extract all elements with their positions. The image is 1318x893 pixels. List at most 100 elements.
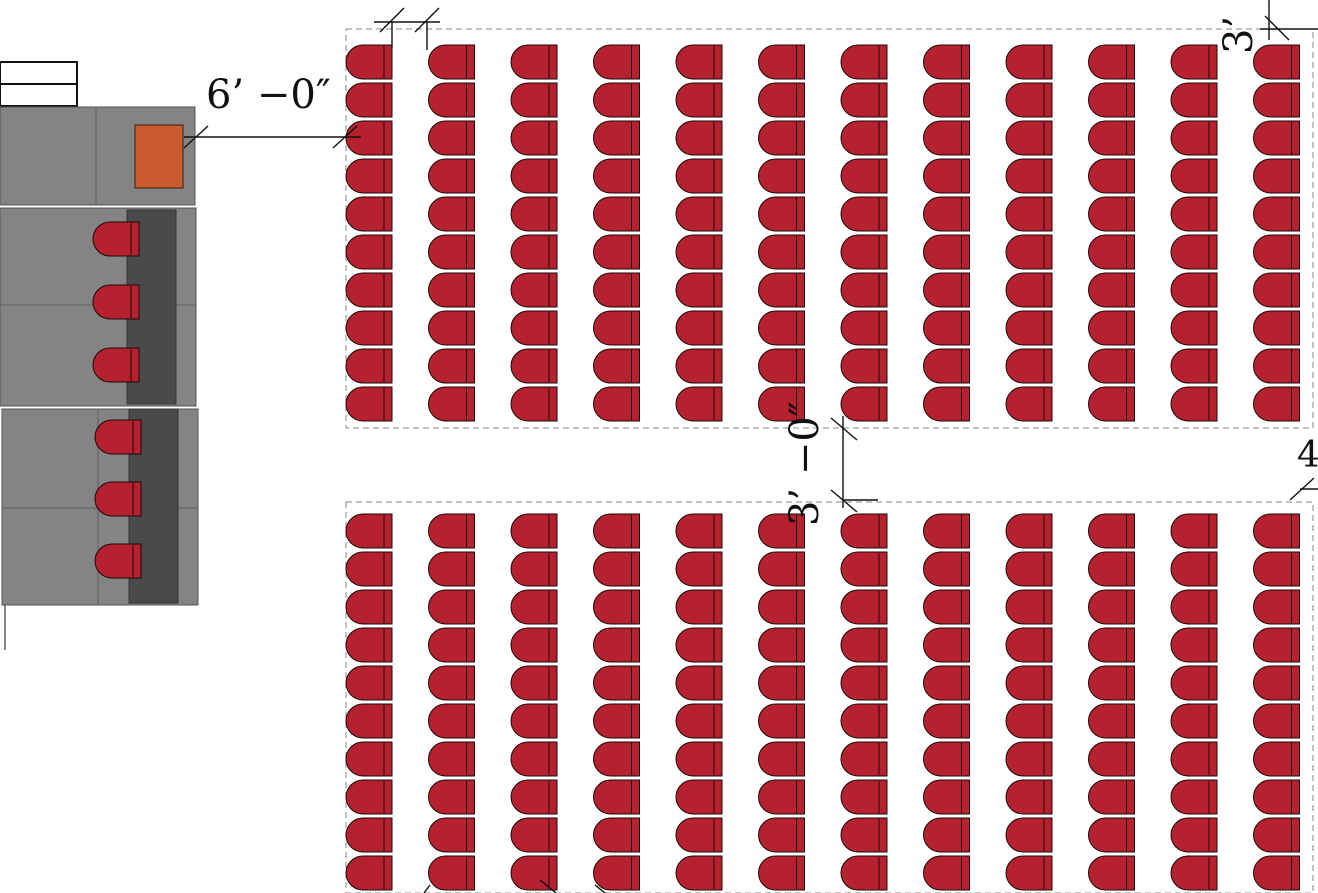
audience-seat: [923, 703, 970, 739]
dimension-label-aisle: 3’ −0″: [782, 401, 828, 526]
audience-seat: [840, 234, 888, 270]
audience-seat: [593, 158, 640, 194]
audience-seat: [1170, 120, 1218, 156]
dimension-tick: [830, 417, 858, 441]
audience-seat: [1005, 386, 1053, 422]
audience-seat: [345, 551, 393, 587]
audience-seat: [1088, 589, 1135, 625]
dimension-tick: [183, 125, 209, 149]
audience-seat: [1088, 272, 1135, 308]
dimension-top-right: [1260, 0, 1318, 41]
audience-seat: [758, 272, 805, 308]
dimension-aisle: [830, 416, 878, 513]
audience-seat: [1005, 627, 1053, 663]
audience-seat: [1170, 310, 1218, 346]
audience-seat: [510, 196, 558, 232]
audience-seat: [923, 234, 970, 270]
audience-seat: [758, 665, 805, 701]
audience-seat: [1170, 158, 1218, 194]
audience-seat: [593, 627, 640, 663]
audience-seat: [1170, 703, 1218, 739]
audience-seat: [840, 513, 888, 549]
panel-seat: [94, 419, 142, 455]
audience-seat: [840, 779, 888, 815]
audience-seat: [675, 234, 723, 270]
audience-seat: [510, 310, 558, 346]
audience-seat: [593, 741, 640, 777]
audience-seat: [510, 44, 558, 80]
audience-seat: [593, 82, 640, 118]
dimension-tick: [379, 7, 405, 33]
audience-seat: [510, 817, 558, 853]
panel-seat: [92, 347, 140, 383]
audience-seat: [923, 82, 970, 118]
audience-seat: [923, 855, 970, 891]
audience-seat: [840, 272, 888, 308]
audience-seat: [1005, 120, 1053, 156]
audience-seat: [593, 779, 640, 815]
audience-seat: [1088, 513, 1135, 549]
audience-seat: [758, 234, 805, 270]
audience-seat: [510, 120, 558, 156]
audience-seat: [675, 158, 723, 194]
audience-seat: [758, 513, 805, 549]
audience-seat: [758, 855, 805, 891]
audience-seat: [1005, 513, 1053, 549]
audience-seat: [840, 348, 888, 384]
audience-seat: [840, 196, 888, 232]
audience-seat: [1253, 44, 1300, 80]
audience-seat: [1253, 234, 1300, 270]
audience-seat: [1005, 817, 1053, 853]
audience-seat: [1170, 513, 1218, 549]
upper-block-outline: [345, 28, 1314, 429]
panel-seat: [92, 284, 140, 320]
audience-seat: [923, 310, 970, 346]
audience-seat: [840, 703, 888, 739]
audience-seat: [1005, 196, 1053, 232]
audience-seat: [1088, 348, 1135, 384]
dimension-bottom-ticks: [423, 879, 606, 893]
audience-seat: [428, 741, 475, 777]
audience-seat: [1005, 348, 1053, 384]
audience-seat: [923, 44, 970, 80]
audience-seat: [345, 196, 393, 232]
audience-seat: [593, 234, 640, 270]
audience-seat: [428, 551, 475, 587]
audience-seat: [758, 551, 805, 587]
audience-seat: [1170, 82, 1218, 118]
audience-seat: [1253, 120, 1300, 156]
audience-seat: [840, 310, 888, 346]
audience-seat: [840, 589, 888, 625]
audience-seat: [1253, 703, 1300, 739]
audience-seat: [923, 627, 970, 663]
upper-seating-block: [345, 44, 1300, 422]
audience-seat: [510, 82, 558, 118]
audience-seat: [840, 855, 888, 891]
audience-seat: [675, 703, 723, 739]
audience-seat: [1005, 665, 1053, 701]
audience-seat: [1088, 120, 1135, 156]
audience-seat: [1253, 589, 1300, 625]
audience-seat: [923, 348, 970, 384]
audience-seat: [675, 386, 723, 422]
audience-seat: [510, 158, 558, 194]
audience-seat: [345, 348, 393, 384]
audience-seat: [840, 551, 888, 587]
audience-seat: [1170, 855, 1218, 891]
audience-seat: [675, 627, 723, 663]
audience-seat: [840, 120, 888, 156]
audience-seat: [345, 741, 393, 777]
seating-grid-guides: [345, 28, 1314, 893]
audience-seat: [1170, 589, 1218, 625]
audience-seat: [428, 196, 475, 232]
audience-seat: [1088, 386, 1135, 422]
audience-seat: [1253, 741, 1300, 777]
audience-seat: [758, 82, 805, 118]
audience-seat: [758, 703, 805, 739]
audience-seat: [923, 779, 970, 815]
audience-seat: [593, 272, 640, 308]
audience-seat: [428, 120, 475, 156]
audience-seat: [428, 665, 475, 701]
audience-seat: [510, 272, 558, 308]
audience-seat: [593, 44, 640, 80]
